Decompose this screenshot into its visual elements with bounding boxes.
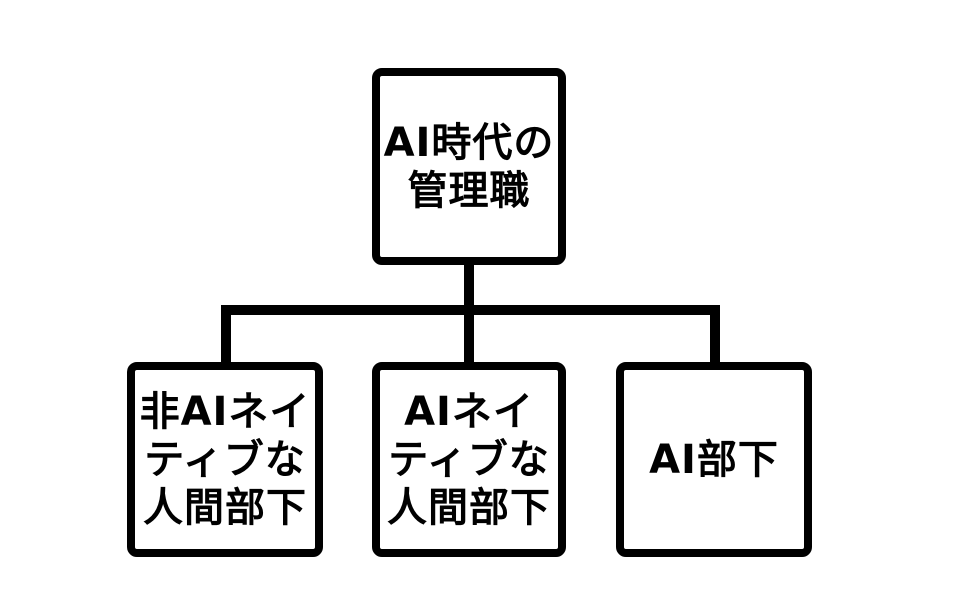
node-root-line-2: 管理職 [407, 167, 531, 214]
node-child-3-line-1: AI部下 [649, 436, 779, 483]
connector-drop-right [710, 305, 720, 367]
node-child-2-line-3: 人間部下 [387, 484, 551, 531]
node-child-2-line-2: ティブな [388, 436, 550, 483]
connector-root-stem [464, 258, 474, 313]
connector-drop-middle [464, 305, 474, 367]
node-root-line-1: AI時代の [383, 119, 555, 166]
node-ai-subordinate: AI部下 [616, 362, 812, 557]
node-child-1-line-2: ティブな [144, 436, 306, 483]
connector-drop-left [221, 305, 231, 367]
node-root-ai-era-manager: AI時代の 管理職 [372, 68, 566, 265]
node-child-1-line-3: 人間部下 [143, 484, 307, 531]
node-non-ai-native-human-subordinate: 非AIネイ ティブな 人間部下 [127, 362, 323, 557]
node-ai-native-human-subordinate: AIネイ ティブな 人間部下 [372, 362, 566, 557]
node-child-2-line-1: AIネイ [404, 388, 534, 435]
node-child-1-line-1: 非AIネイ [139, 388, 311, 435]
